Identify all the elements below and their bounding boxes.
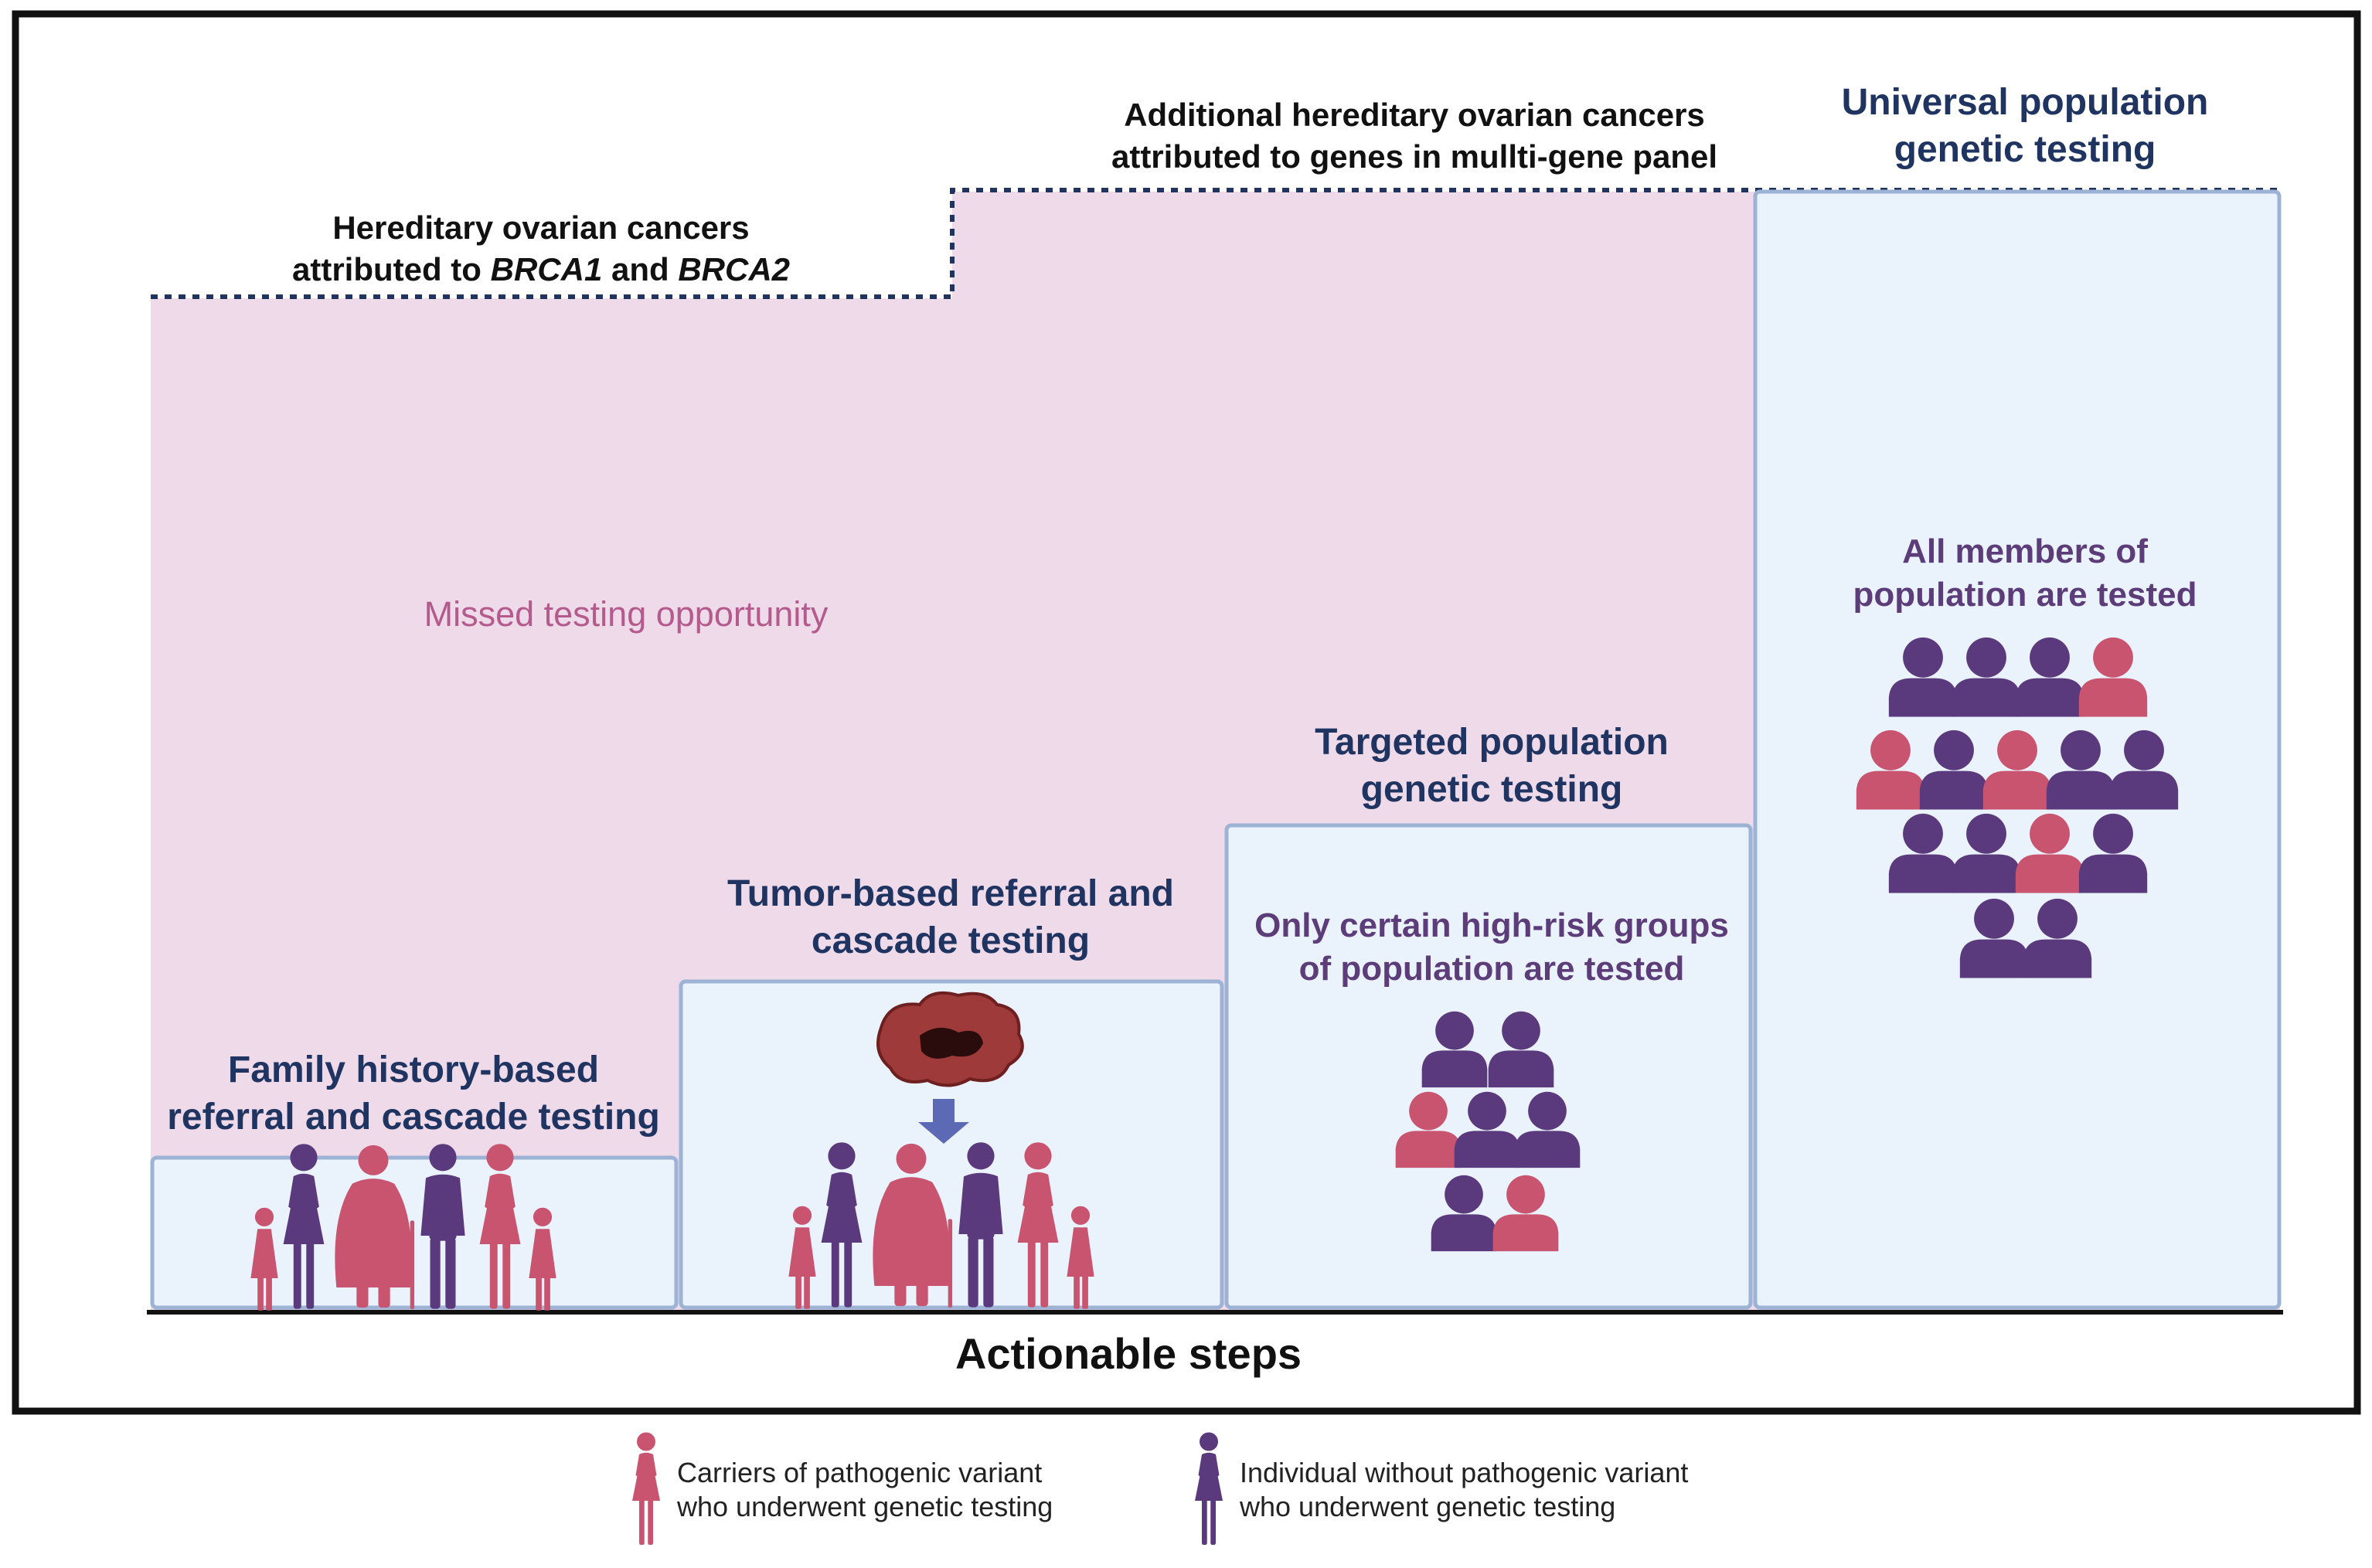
axis-label: Actionable steps <box>955 1329 1302 1378</box>
figure-frame <box>12 10 2361 1415</box>
missed-opportunity-label: Missed testing opportunity <box>424 594 829 634</box>
multigene-label: Additional hereditary ovarian cancers at… <box>1111 97 1718 175</box>
tumor-icon <box>876 991 1024 1087</box>
hereditary-threshold-line <box>151 188 2280 299</box>
carrier-woman-icon <box>632 1432 660 1545</box>
step-3-box <box>1224 823 1753 1310</box>
tumor-core <box>920 1027 983 1059</box>
step-2-box <box>679 979 1224 1310</box>
non-carrier-woman-icon <box>1195 1432 1223 1545</box>
brca-label: Hereditary ovarian cancers attributed to… <box>291 209 791 287</box>
down-arrow-icon <box>918 1099 969 1144</box>
